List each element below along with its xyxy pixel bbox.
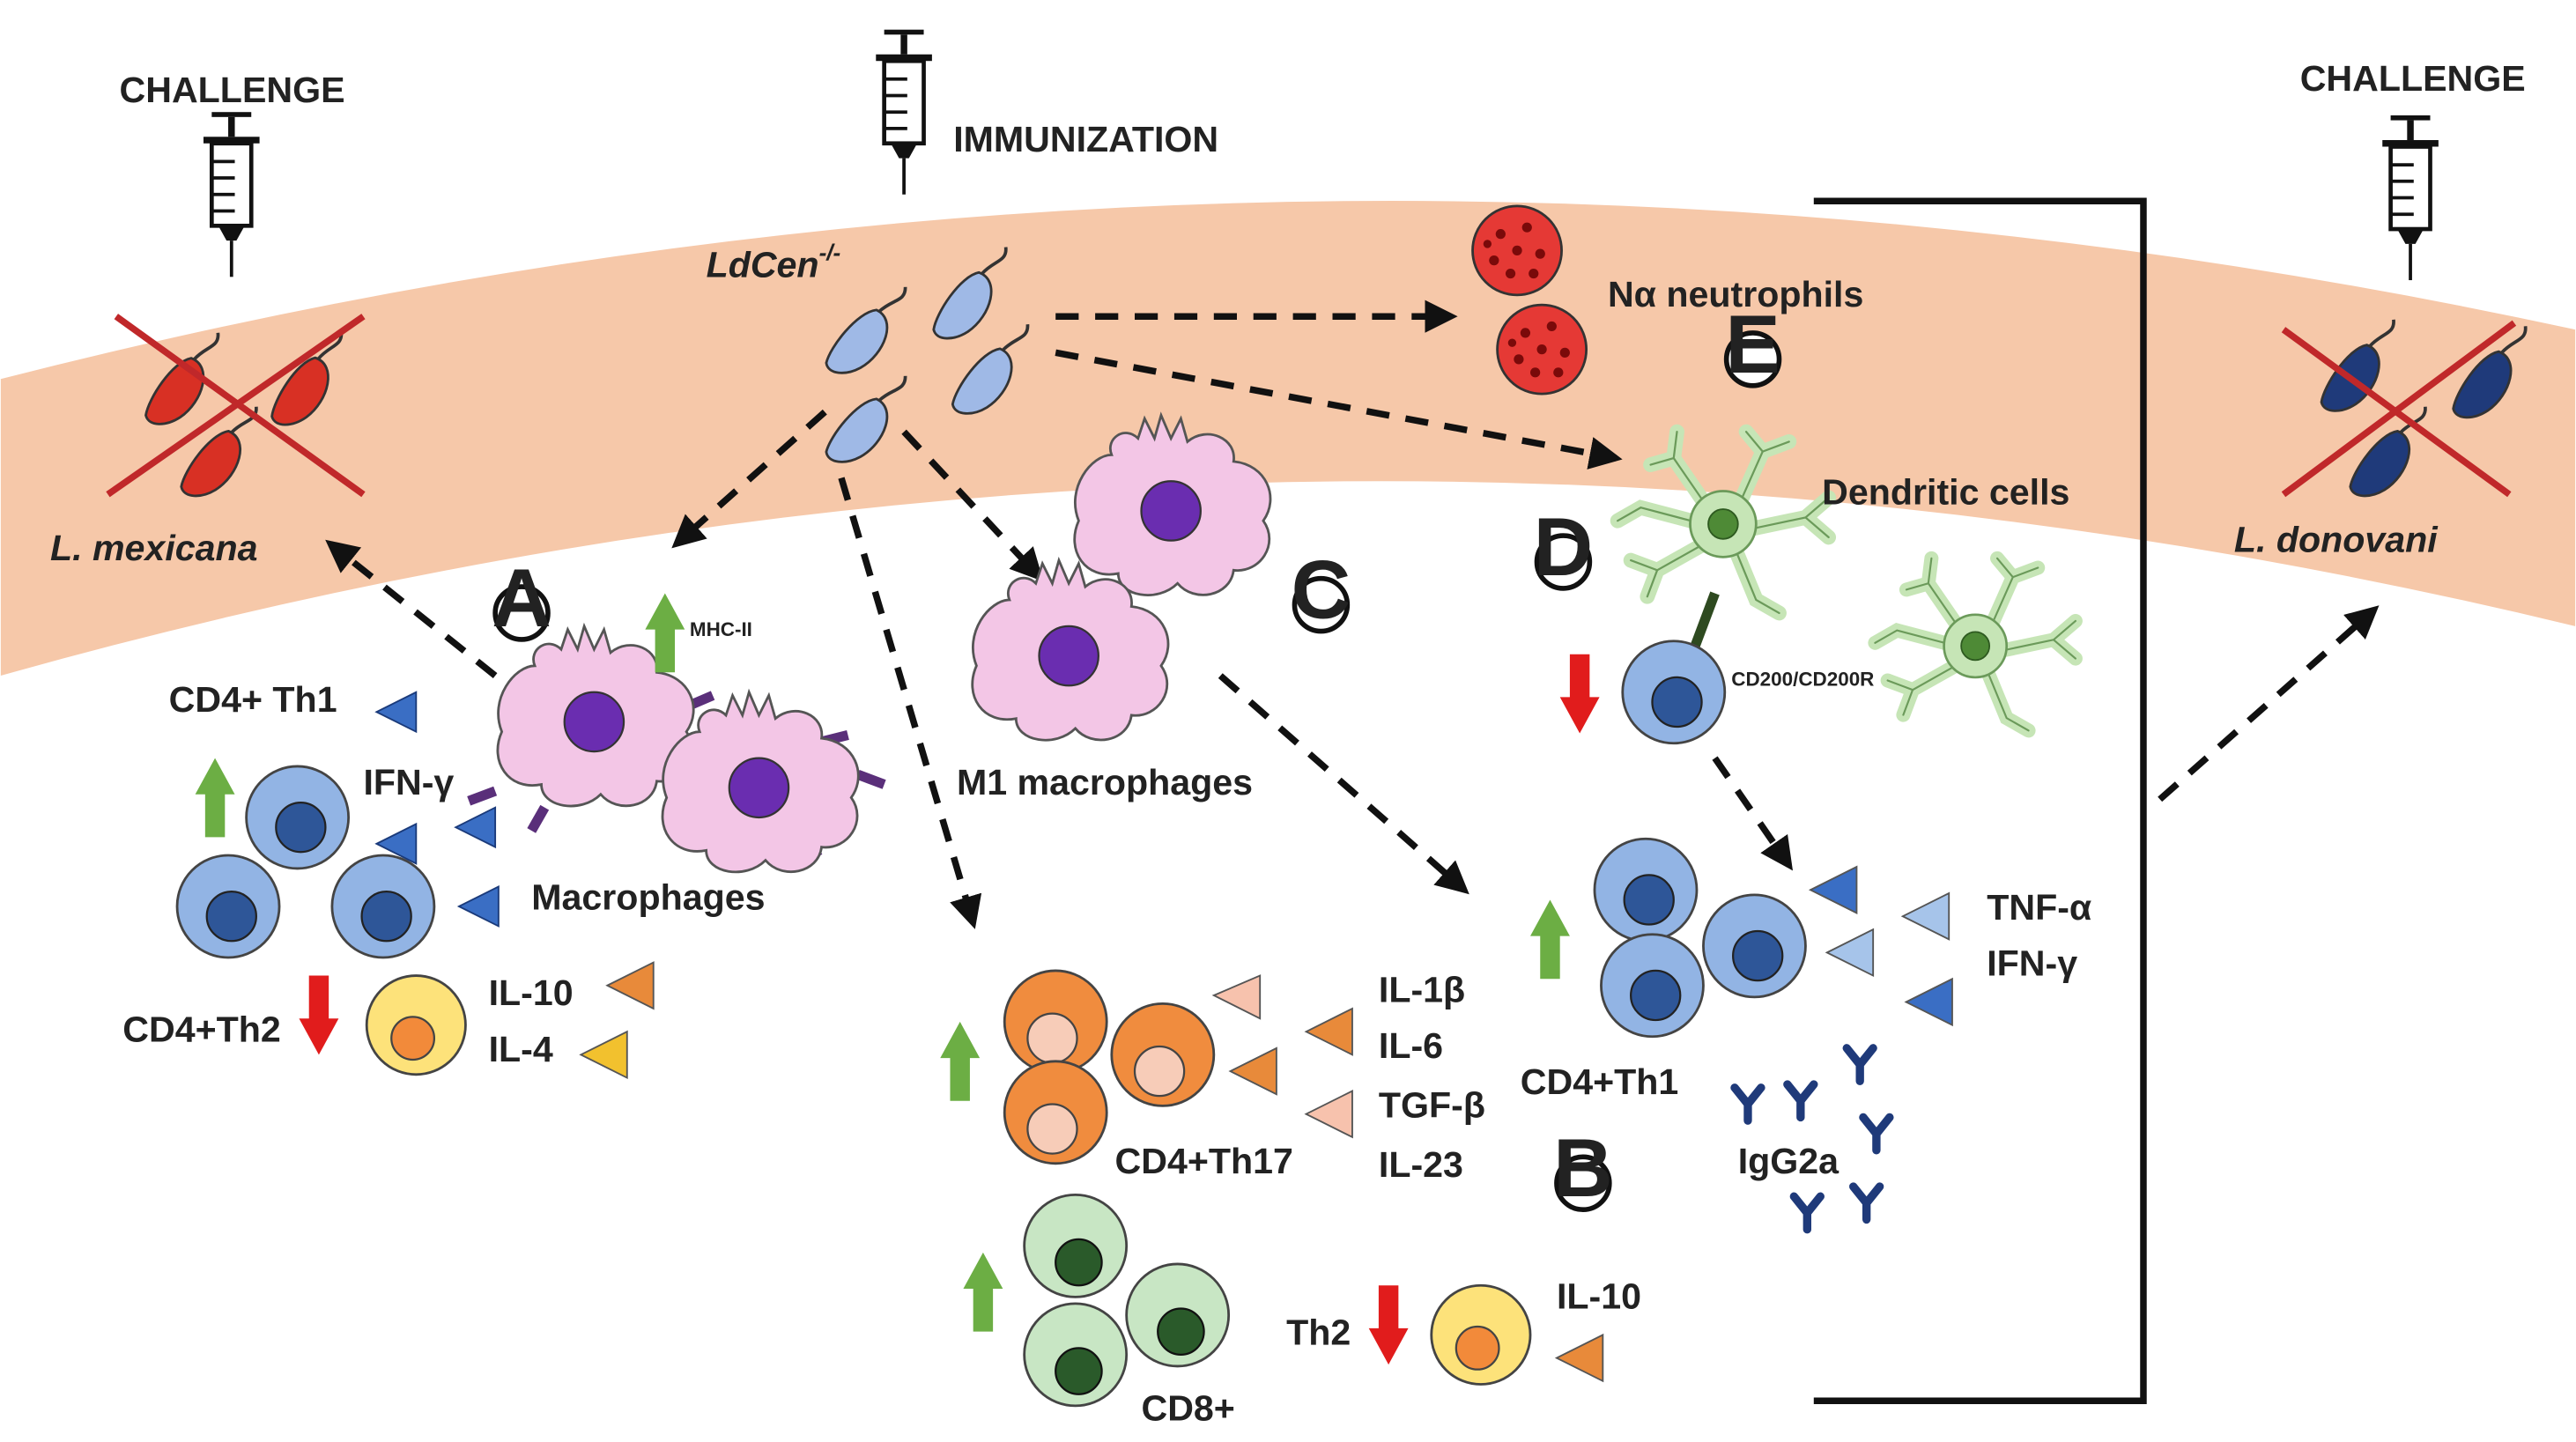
cytokine-triangle-icon-th2-left xyxy=(579,961,655,1080)
up-arrow-icon-th1-left xyxy=(195,758,235,838)
marker-a: A xyxy=(492,551,551,644)
arrow-to-donovani xyxy=(2158,605,2380,802)
il1b-label: IL-1β xyxy=(1379,969,1465,1009)
l-donovani-label: L. donovani xyxy=(2234,520,2439,560)
ldcen-name: LdCen xyxy=(707,244,819,285)
cytokine-triangle-icon-th2-bottom xyxy=(1554,1333,1604,1383)
il4-label: IL-4 xyxy=(489,1029,553,1069)
cross-icon-left xyxy=(106,314,366,498)
arrow-to-dendritic xyxy=(1055,349,1623,470)
neutrophils-label: Nα neutrophils xyxy=(1608,274,1863,314)
il23-label: IL-23 xyxy=(1379,1144,1463,1185)
arrow-dc-to-th1 xyxy=(1712,756,1794,871)
cross-icon-right xyxy=(2281,320,2517,498)
macrophages-label: Macrophages xyxy=(531,877,765,918)
t-cell-icon-cd8 xyxy=(1023,1193,1231,1408)
m1-macrophages-label: M1 macrophages xyxy=(957,762,1253,802)
skin-band xyxy=(0,201,2576,677)
tgfb-label: TGF-β xyxy=(1379,1084,1485,1125)
l-mexicana-label: L. mexicana xyxy=(50,528,258,568)
marker-e: E xyxy=(1723,298,1782,390)
arrow-to-th17 xyxy=(838,477,982,929)
marker-a-text: A xyxy=(492,551,551,644)
il10-bottom-label: IL-10 xyxy=(1557,1276,1641,1316)
il6-label: IL-6 xyxy=(1379,1025,1443,1066)
macrophage-icon xyxy=(467,625,886,874)
il10-left-label: IL-10 xyxy=(489,972,574,1013)
cd8-label: CD8+ xyxy=(1141,1388,1234,1429)
cd4-th17-label: CD4+Th17 xyxy=(1115,1141,1293,1181)
th2-bottom-label: Th2 xyxy=(1286,1313,1351,1353)
tnfa-label: TNF-α xyxy=(1987,887,2091,928)
t-cell-icon-th17 xyxy=(1003,969,1216,1165)
t-cell-icon-th2-left xyxy=(365,974,467,1076)
mhc2-label: MHC-II xyxy=(690,618,752,640)
down-arrow-icon-th2-bottom xyxy=(1368,1285,1409,1365)
marker-e-text: E xyxy=(1725,298,1780,390)
marker-d: D xyxy=(1534,500,1594,593)
ldcen-label: LdCen-/- xyxy=(707,240,841,285)
syringe-icon-immunization xyxy=(876,30,932,195)
dashed-arrows xyxy=(325,299,2380,929)
marker-c-text: C xyxy=(1292,544,1351,636)
marker-c: C xyxy=(1292,544,1351,636)
down-arrow-icon-dc xyxy=(1559,654,1600,734)
up-arrow-icon-th1-right xyxy=(1530,899,1570,980)
igg2a-label: IgG2a xyxy=(1738,1141,1839,1181)
cytokine-triangle-icon-th1-left xyxy=(374,691,500,928)
up-arrow-icon-th17 xyxy=(940,1021,981,1101)
marker-b: B xyxy=(1553,1121,1613,1214)
arrow-to-macrophages xyxy=(671,409,827,549)
t-cell-icon-dc-bound xyxy=(1621,640,1727,745)
t-cell-icon-th2-bottom xyxy=(1430,1283,1532,1386)
arrow-to-m1 xyxy=(901,429,1044,582)
syringe-icon-right xyxy=(2382,115,2439,280)
cytokine-triangle-icon-th17 xyxy=(1211,974,1353,1139)
bracket xyxy=(1813,197,2147,1404)
cd4-th1-right-label: CD4+Th1 xyxy=(1521,1061,1678,1102)
arrow-m1-to-th1 xyxy=(1218,673,1469,895)
antibody-icon xyxy=(1735,1048,1890,1230)
cytokine-triangle-icon-th1-right xyxy=(1808,865,1953,1027)
cd4-th1-left-label: CD4+ Th1 xyxy=(169,679,337,720)
cd200-label: CD200/CD200R xyxy=(1731,668,1874,690)
marker-d-text: D xyxy=(1534,500,1594,593)
dendritic-cells-label: Dendritic cells xyxy=(1822,471,2069,512)
arrow-to-mexicana xyxy=(325,539,498,678)
syringe-icon-left xyxy=(204,112,260,277)
ifn-left-label: IFN-γ xyxy=(363,762,454,802)
ifn-right-label: IFN-γ xyxy=(1987,943,2077,984)
t-cell-icon-th1-right xyxy=(1593,837,1807,1039)
cd4-th2-label: CD4+Th2 xyxy=(122,1009,280,1049)
immunization-label: IMMUNIZATION xyxy=(953,119,1218,159)
challenge-right-label: CHALLENGE xyxy=(2300,58,2526,99)
challenge-left-label: CHALLENGE xyxy=(120,70,345,110)
down-arrow-icon-th2 xyxy=(299,975,339,1055)
up-arrow-icon-cd8 xyxy=(963,1252,1003,1332)
marker-b-text: B xyxy=(1553,1121,1613,1214)
ldcen-superscript: -/- xyxy=(819,240,841,266)
